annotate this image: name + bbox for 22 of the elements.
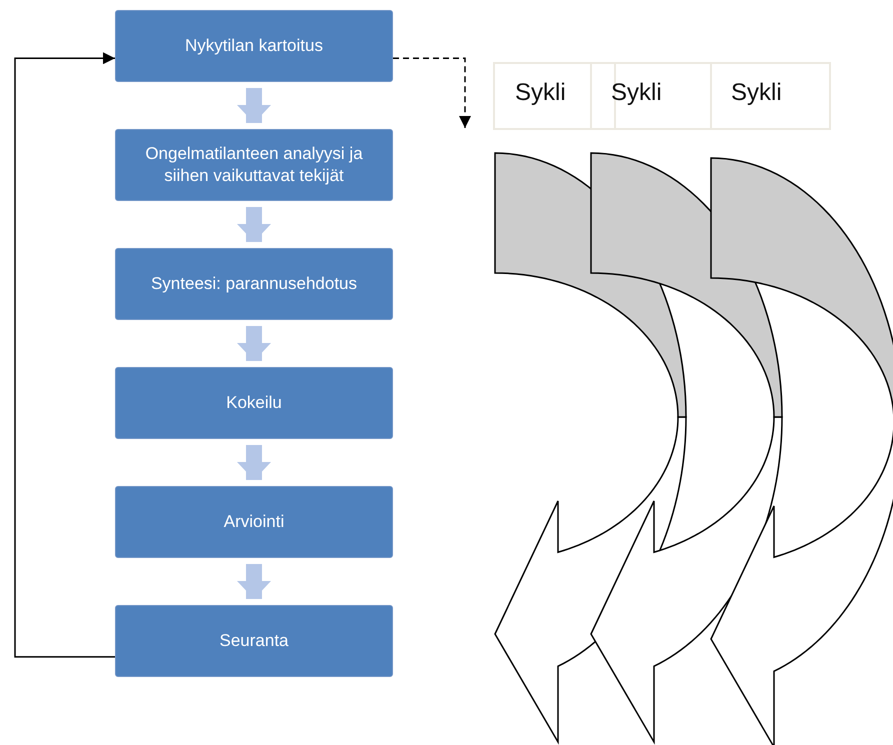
step-text: Kokeilu [226,392,282,414]
block-arrow [237,207,271,242]
process-box [115,10,393,82]
process-box [115,129,393,201]
cycle-label: Sykli [611,78,662,108]
step-text: Seuranta [220,630,288,652]
process-box [115,605,393,677]
step-text: Arviointi [224,511,284,533]
arrow [14,52,115,658]
process-box [115,367,393,439]
process-box [115,486,393,558]
block-arrow [237,445,271,480]
step-text: Synteesi: parannusehdotus [150,273,358,295]
block-arrow [237,88,271,123]
process-box [115,248,393,320]
cycle-label: Sykli [515,78,566,108]
block-arrow [237,564,271,599]
step-text: Ongelmatilanteen analyysi ja siihen vaikuttavat tekijät [144,143,364,187]
cycle-label: Sykli [731,78,782,108]
arrow [393,58,471,128]
block-arrow [237,326,271,361]
step-text: Nykytilan kartoitus [185,35,323,57]
